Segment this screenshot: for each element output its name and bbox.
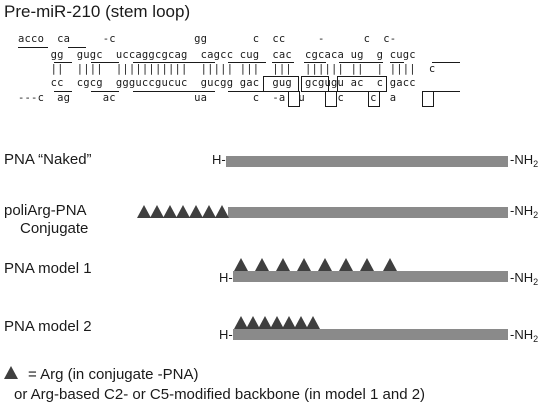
- arg-triangle: [137, 205, 151, 218]
- construct-label-naked: PNA “Naked”: [4, 151, 92, 168]
- arg-triangle: [294, 316, 308, 329]
- arg-triangle: [215, 205, 229, 218]
- arg-triangle: [360, 258, 374, 271]
- hairpin-row-3: || |||| ||||||||||| ||||| ||| ||| ||||||…: [18, 63, 436, 75]
- hairpin-row-4: cc cgcg ggguccgucuc gucgg gac gug gcgugu…: [18, 77, 416, 89]
- underline-mark: [54, 62, 72, 63]
- legend-line-1: = Arg (in conjugate -PNA): [28, 366, 199, 383]
- h-terminus: H-: [219, 270, 233, 285]
- legend-line-2: or Arg-based C2- or C5-modified backbone…: [14, 386, 426, 403]
- underline-mark: [228, 62, 266, 63]
- target-box: [422, 91, 434, 107]
- construct-label-conjugate: poliArg-PNA: [4, 202, 87, 219]
- arg-triangle: [234, 258, 248, 271]
- target-box: [301, 76, 329, 92]
- arg-triangle: [150, 205, 164, 218]
- arg-triangle: [270, 316, 284, 329]
- arg-triangle: [339, 258, 353, 271]
- arg-triangle: [276, 258, 290, 271]
- target-box: [368, 91, 380, 107]
- hairpin-row-5: ---c ag ac ua c -a u c c a: [18, 92, 397, 104]
- pna-backbone-model2: [233, 329, 508, 340]
- underline-mark: [304, 62, 326, 63]
- nh2-terminus: -NH2: [510, 327, 539, 344]
- underline-mark: [91, 91, 119, 92]
- diagram-title: Pre-miR-210 (stem loop): [4, 2, 191, 21]
- target-box: [337, 76, 387, 92]
- underline-mark: [339, 62, 383, 63]
- underline-mark: [54, 91, 72, 92]
- underline-mark: [68, 47, 86, 48]
- arg-triangle: [163, 205, 177, 218]
- arg-triangle: [189, 205, 203, 218]
- underline-mark: [91, 62, 119, 63]
- target-box: [263, 76, 299, 92]
- underline-mark: [272, 62, 294, 63]
- underline-mark: [133, 62, 215, 63]
- target-box: [325, 91, 337, 107]
- arg-triangle: [255, 258, 269, 271]
- arg-triangle: [246, 316, 260, 329]
- nh2-terminus: -NH2: [510, 270, 539, 287]
- arg-triangle: [176, 205, 190, 218]
- underline-mark: [133, 91, 215, 92]
- underline-mark: [432, 62, 460, 63]
- underline-mark: [18, 47, 48, 48]
- construct-label-model1: PNA model 1: [4, 260, 92, 277]
- arg-triangle: [318, 258, 332, 271]
- construct-label-conjugate-line2: Conjugate: [20, 220, 89, 237]
- nh2-terminus: -NH2: [510, 152, 539, 169]
- construct-label-model2: PNA model 2: [4, 318, 92, 335]
- underline-mark: [432, 91, 460, 92]
- nh2-terminus: -NH2: [510, 203, 539, 220]
- h-terminus: H-: [219, 327, 233, 342]
- arg-triangle: [234, 316, 248, 329]
- pna-backbone-model1: [233, 271, 508, 282]
- arg-triangle: [258, 316, 272, 329]
- target-box: [288, 91, 300, 107]
- arg-triangle: [297, 258, 311, 271]
- hairpin-row-1: acco ca -c gg c cc - c c-: [18, 33, 397, 45]
- pna-backbone-conjugate: [228, 207, 508, 218]
- arg-triangle: [383, 258, 397, 271]
- underline-mark: [390, 62, 404, 63]
- h-terminus: H-: [212, 152, 226, 167]
- pna-backbone-naked: [226, 156, 508, 167]
- arg-triangle: [306, 316, 320, 329]
- arg-triangle: [282, 316, 296, 329]
- arg-triangle: [202, 205, 216, 218]
- legend-arg-triangle: [4, 366, 18, 379]
- hairpin-row-2: gg gugc uccaggcgcag cagcc cug cac cgcaca…: [18, 49, 416, 61]
